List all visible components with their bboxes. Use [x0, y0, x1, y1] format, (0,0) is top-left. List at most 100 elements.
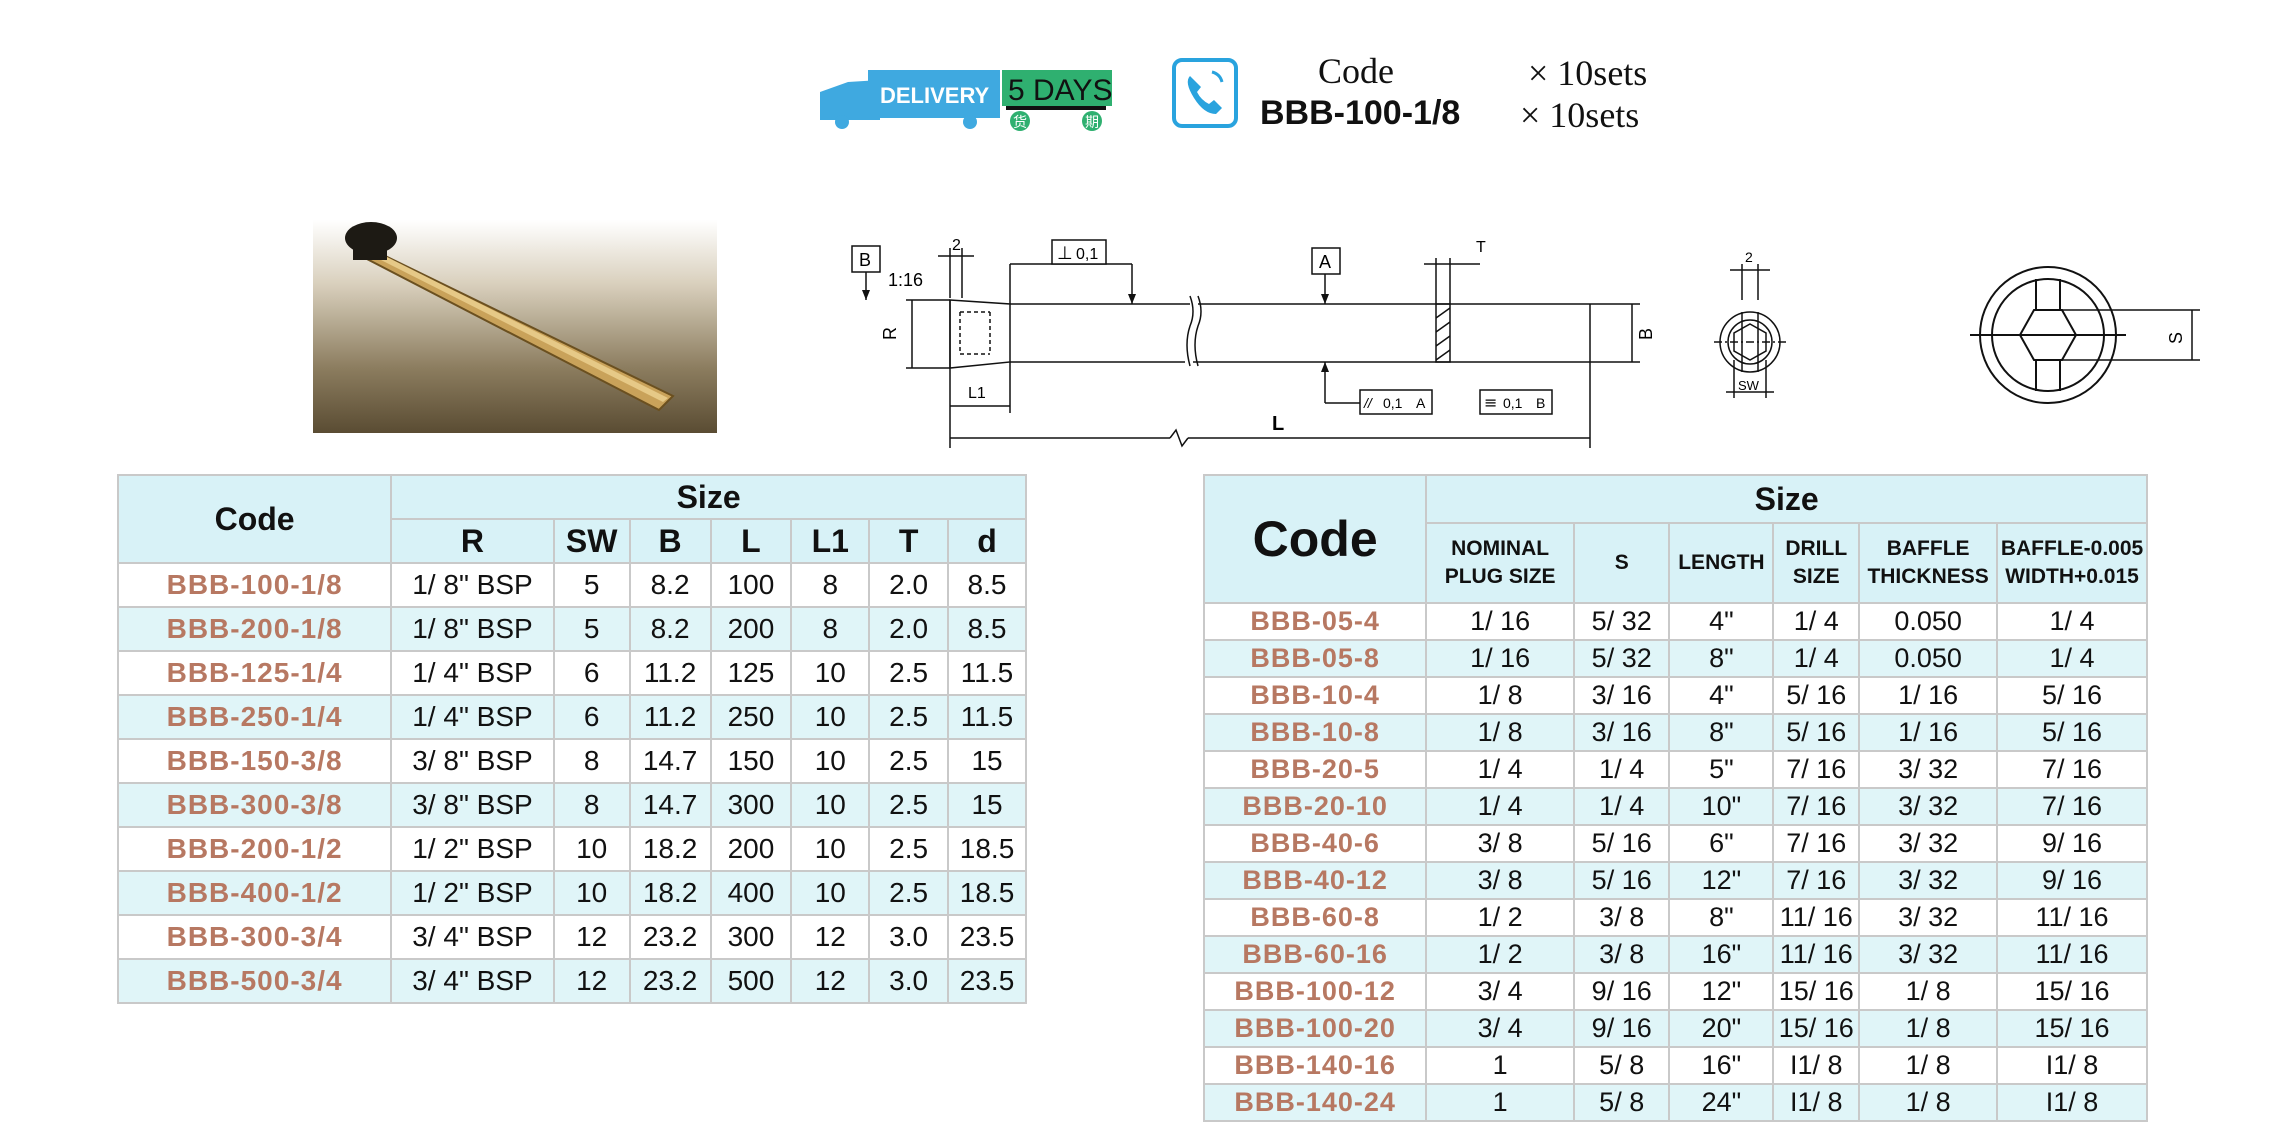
column-header: L1 [790, 518, 871, 564]
table-cell: 8.5 [947, 606, 1027, 652]
dim-l1-label: L1 [968, 385, 986, 402]
cjk-right: 期 [1085, 115, 1099, 131]
table-cell: 12 [790, 958, 871, 1004]
table-cell: 1/ 2" BSP [390, 870, 555, 916]
table-cell: 15 [947, 738, 1027, 784]
table-cell: 10 [790, 782, 871, 828]
code-cell: BBB-100-1/8 [116, 562, 393, 608]
table-cell: 5/ 16 [1996, 676, 2148, 715]
table-cell: 8" [1668, 898, 1775, 937]
table-cell: 3/ 32 [1858, 861, 1999, 900]
table-cell: I1/ 8 [1772, 1083, 1861, 1122]
table-cell: 6 [552, 650, 631, 696]
table-cell: 10 [790, 870, 871, 916]
table-cell: 1/ 8" BSP [390, 606, 555, 652]
table-cell: 5/ 32 [1572, 602, 1671, 641]
table-cell: 0.050 [1858, 639, 1999, 678]
dim-r-label: R [880, 327, 900, 340]
table-cell: 1/ 4 [1572, 787, 1671, 826]
table-cell: 11.5 [947, 694, 1027, 740]
table-cell: 12" [1668, 972, 1775, 1011]
table-cell: 10 [790, 694, 871, 740]
table-cell: 5/ 16 [1772, 676, 1861, 715]
table-cell: 15/ 16 [1772, 972, 1861, 1011]
table-cell: 20" [1668, 1009, 1775, 1048]
table-cell: 18.2 [628, 826, 712, 872]
table-cell: 3/ 4" BSP [390, 914, 555, 960]
symmetry-symbol: ≡ [1484, 393, 1497, 412]
table-cell: 3/ 32 [1858, 898, 1999, 937]
table-cell: 12 [790, 914, 871, 960]
table-cell: 1/ 4 [1996, 602, 2148, 641]
table-cell: 3/ 4 [1425, 1009, 1575, 1048]
table-cell: 3/ 8 [1572, 935, 1671, 974]
table-cell: 3/ 32 [1858, 750, 1999, 789]
table-cell: 300 [709, 914, 793, 960]
table-cell: 1/ 8 [1858, 1009, 1999, 1048]
symmetry-ref: B [1536, 395, 1545, 411]
code-value-qty: × 10sets [1520, 95, 1640, 135]
table-cell: 11.2 [628, 694, 712, 740]
table-cell: 3/ 16 [1572, 713, 1671, 752]
table-cell: 300 [709, 782, 793, 828]
code-cell: BBB-40-6 [1202, 824, 1428, 863]
code-cell: BBB-250-1/4 [116, 694, 393, 740]
table-cell: 8.5 [947, 562, 1027, 608]
column-header: S [1572, 522, 1671, 604]
table-cell: 150 [709, 738, 793, 784]
table-cell: 1 [1425, 1046, 1575, 1085]
table-cell: 8 [790, 562, 871, 608]
column-header-line: NOMINAL [1451, 536, 1550, 560]
table-cell: 1/ 8 [1858, 1046, 1999, 1085]
table-cell: 4" [1668, 676, 1775, 715]
table-cell: 2.0 [868, 562, 950, 608]
code-header: Code [1202, 474, 1428, 604]
table-cell: 2.5 [868, 870, 950, 916]
code-cell: BBB-300-3/8 [116, 782, 393, 828]
table-cell: 7/ 16 [1772, 750, 1861, 789]
table-cell: 1/ 8 [1425, 713, 1575, 752]
code-cell: BBB-05-4 [1202, 602, 1428, 641]
table-cell: 5/ 32 [1572, 639, 1671, 678]
table-cell: 11.2 [628, 650, 712, 696]
code-cell: BBB-200-1/2 [116, 826, 393, 872]
table-cell: 0.050 [1858, 602, 1999, 641]
delivery-label: DELIVERY [880, 83, 990, 108]
table-cell: 1/ 8 [1425, 676, 1575, 715]
table-cell: 250 [709, 694, 793, 740]
table-cell: 2.5 [868, 782, 950, 828]
table-cell: 200 [709, 826, 793, 872]
table-cell: 2.0 [868, 606, 950, 652]
code-qty: × 10sets [1528, 53, 1648, 93]
table-cell: 8 [552, 738, 631, 784]
size-header: Size [390, 474, 1027, 520]
table-cell: 16" [1668, 1046, 1775, 1085]
table-cell: 10 [790, 826, 871, 872]
parallel-ref: A [1416, 395, 1426, 411]
table-cell: 11/ 16 [1772, 898, 1861, 937]
table-cell: 11/ 16 [1772, 935, 1861, 974]
table-cell: 100 [709, 562, 793, 608]
table-cell: I1/ 8 [1996, 1083, 2148, 1122]
table-cell: 8.2 [628, 606, 712, 652]
table-cell: 6 [552, 694, 631, 740]
code-cell: BBB-400-1/2 [116, 870, 393, 916]
perp-value: 0,1 [1076, 246, 1098, 263]
table-cell: 23.2 [628, 958, 712, 1004]
table-cell: 15 [947, 782, 1027, 828]
table-cell: 11/ 16 [1996, 935, 2148, 974]
table-cell: 400 [709, 870, 793, 916]
table-cell: 10 [790, 650, 871, 696]
column-header-line: THICKNESS [1867, 565, 1989, 588]
table-cell: 6" [1668, 824, 1775, 863]
